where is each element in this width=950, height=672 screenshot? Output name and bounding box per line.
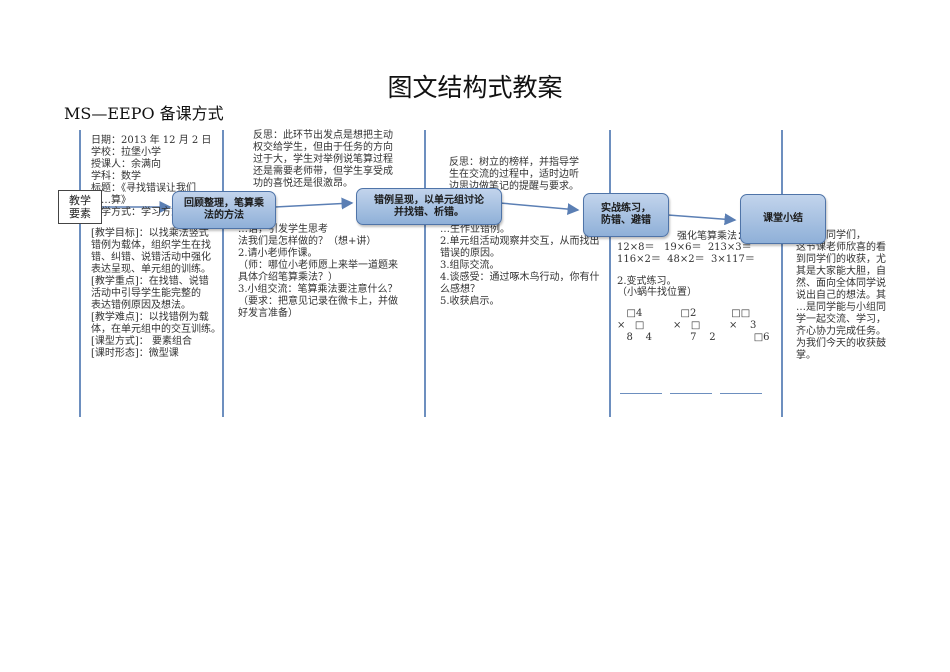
- reflection-2: 反思：树立的榜样，并指导学 生在交流的过程中，适时边听 边思边做笔记的提醒与要求…: [449, 157, 579, 192]
- process-box-summary-label: 课堂小结: [763, 213, 803, 224]
- process-box-errors-label: 错例呈现，以单元组讨论 并找错、析错。: [374, 194, 484, 218]
- practice-line-1: 12×8＝ 19×6＝ 213×3＝: [617, 242, 752, 253]
- reflection-1: 反思：此环节出发点是想把主动 权交给学生，但由于任务的方向 过于大，学生对举例说…: [253, 130, 393, 189]
- process-box-practice-label: 实战练习， 防错、避错: [601, 203, 651, 226]
- variant-hint: （小蜗牛找位置）: [617, 287, 697, 298]
- variant-title: 2.变式练习。: [617, 276, 677, 287]
- answer-blank-3: [720, 393, 762, 394]
- answer-blank-1: [620, 393, 662, 394]
- steps-2: …生作业错例。 2.单元组活动观察并交互，从而找出 错误的原因。 3.组际交流。…: [440, 224, 600, 307]
- practice-line-2: 116×2＝ 48×2＝ 3×117＝: [617, 254, 755, 265]
- lesson-goals: [教学目标]：以找乘法竖式 错例为载体，组织学生在找 错、纠错、说错活动中强化 …: [91, 228, 221, 359]
- divider-3: [609, 130, 611, 417]
- process-box-review: 回顾整理，笔算乘 法的方法: [172, 191, 276, 229]
- answer-blank-2: [670, 393, 712, 394]
- page-title: 图文结构式教案: [387, 73, 563, 102]
- elements-label-box: 教学 要素: [58, 190, 102, 224]
- practice-heading: 强化笔算乘法：: [677, 231, 747, 242]
- process-box-practice: 实战练习， 防错、避错: [583, 193, 669, 237]
- divider-left: [79, 130, 81, 417]
- steps-1: …话，引发学生思考 法我们是怎样做的？（想+讲） 2.请小老师作课。 （师：哪位…: [238, 224, 398, 319]
- divider-2: [424, 130, 426, 417]
- process-box-summary: 课堂小结: [740, 194, 826, 244]
- divider-1: [222, 130, 224, 417]
- class-summary: 小结：同学们， 这节课老师欣喜的看 到同学们的收获，尤 其是大家能大胆，自 然、…: [796, 230, 886, 361]
- digit-puzzle: □4 □2 □□ × □ × □ × 3 8 4 7 2 □6: [617, 308, 770, 343]
- process-box-review-label: 回顾整理，笔算乘 法的方法: [184, 198, 264, 221]
- process-box-errors: 错例呈现，以单元组讨论 并找错、析错。: [356, 188, 502, 225]
- page-subtitle: MS—EEPO 备课方式: [64, 104, 224, 123]
- divider-4: [781, 130, 783, 417]
- lesson-info: 日期：2013 年 12 月 2 日 学校：拉堡小学 授课人：余满向 学科：数学…: [91, 135, 212, 218]
